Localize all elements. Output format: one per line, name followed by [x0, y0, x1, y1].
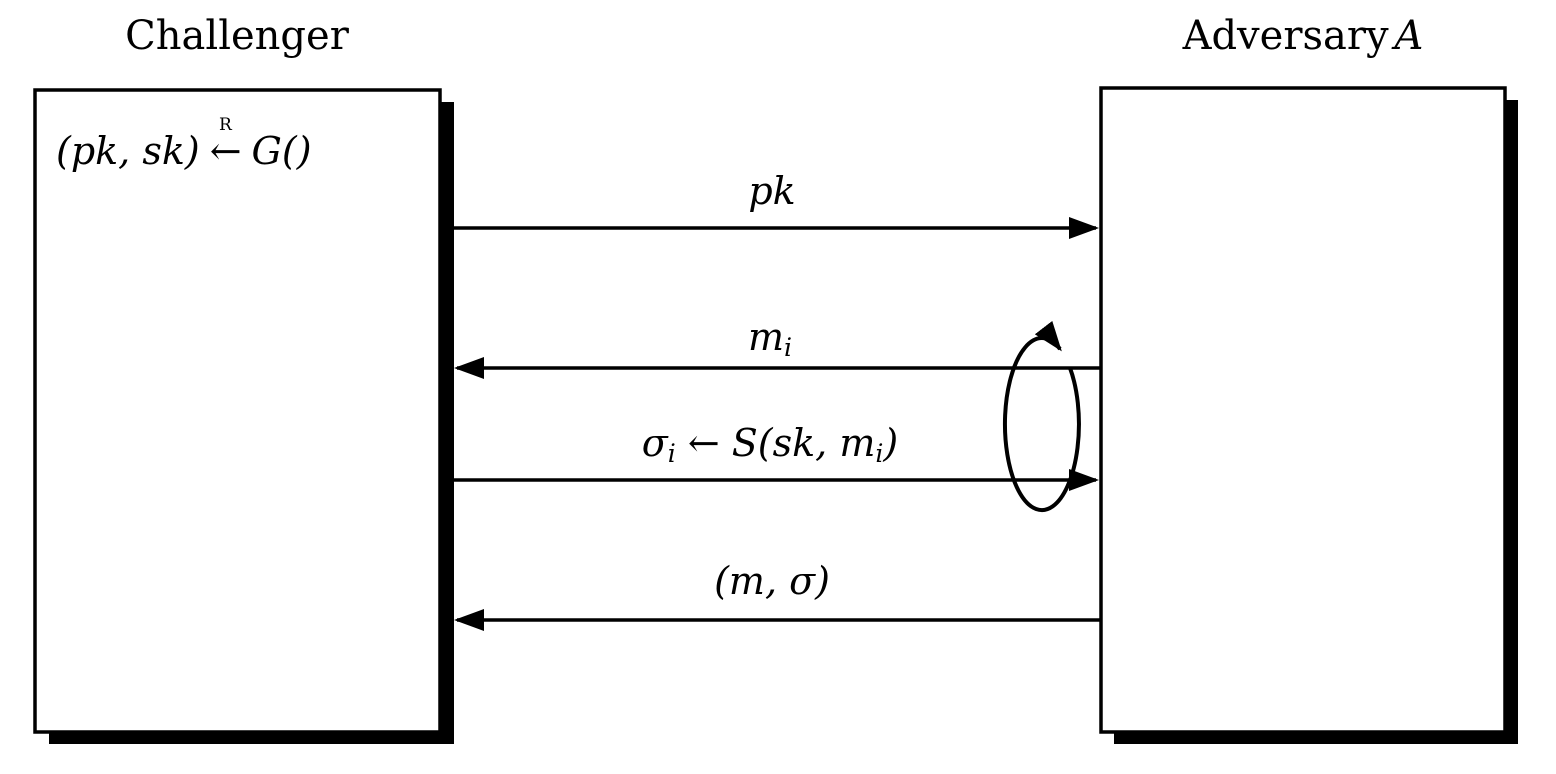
challenger-box [33, 88, 442, 734]
response-label: σi ← S(sk, mi) [641, 421, 899, 466]
forgery-label-text: (m, σ) [714, 559, 830, 603]
adversary-title-text: Adversary [1182, 13, 1389, 59]
keygen-arrow-glyph: ← [209, 129, 242, 173]
response-sign-call: ← S(sk, m [675, 421, 876, 465]
keygen-post: G() [251, 129, 312, 173]
challenger-title-text: Challenger [125, 13, 349, 59]
pk-label-text: pk [748, 169, 796, 213]
query-label-subscript: i [784, 332, 793, 362]
query-label-base: m [747, 315, 785, 359]
query-repeat-loop-arrow [1002, 320, 1081, 513]
response-close-paren: ) [883, 421, 899, 465]
response-sigma: σ [641, 421, 668, 465]
pk-label: pk [748, 172, 795, 210]
response-sigma-subscript: i [667, 438, 676, 468]
keygen-arrow-superscript: R [218, 115, 233, 135]
query-label: mi [747, 315, 792, 360]
adversary-symbol: A [1394, 13, 1424, 59]
forgery-label: (m, σ) [714, 562, 830, 600]
response-m-subscript: i [875, 438, 884, 468]
random-assignment-arrow-icon: ←R [209, 117, 242, 173]
challenger-title: Challenger [125, 16, 349, 56]
adversary-box [1099, 86, 1507, 734]
keygen-pre: (pk, sk) [56, 129, 200, 173]
